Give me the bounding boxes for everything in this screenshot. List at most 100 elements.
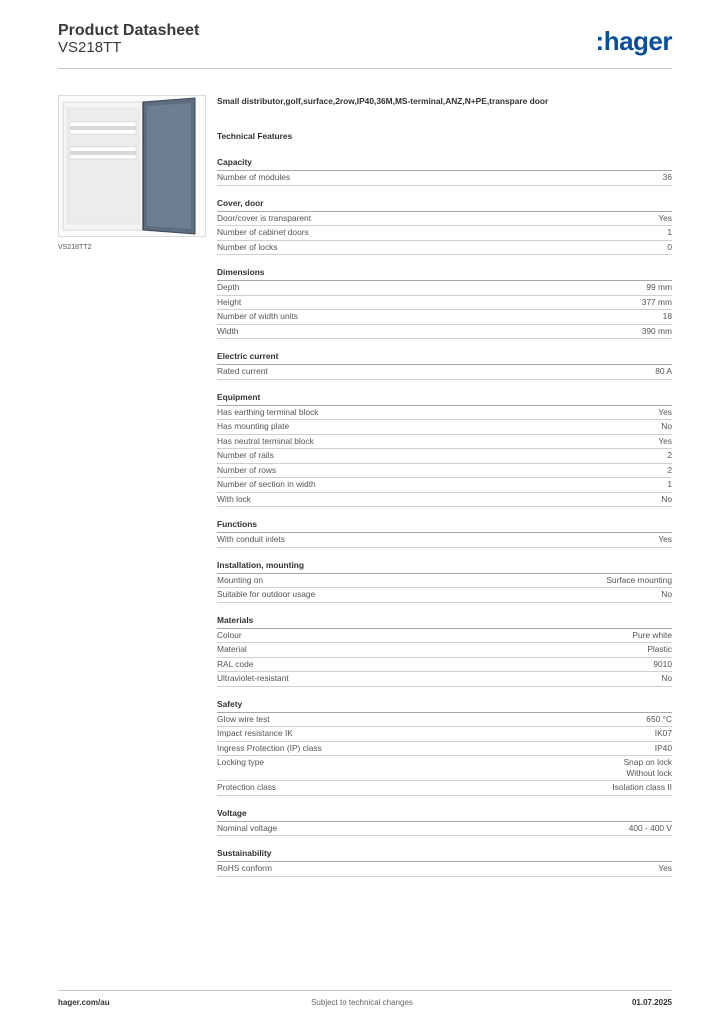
spec-value: IP40 <box>654 742 672 753</box>
spec-value: No <box>661 493 672 504</box>
spec-label: Number of modules <box>217 172 291 182</box>
spec-value: Yes <box>658 863 672 873</box>
spec-value: 18 <box>662 311 672 321</box>
spec-label: Material <box>217 644 247 654</box>
spec-value: 1 <box>667 479 672 489</box>
spec-value: 400 - 400 V <box>628 822 672 833</box>
spec-label: Ingress Protection (IP) class <box>217 742 322 753</box>
spec-value: 36 <box>662 172 672 182</box>
distribution-board-image <box>62 97 196 235</box>
spec-label: Locking type <box>217 757 265 767</box>
section-title: Sustainability <box>217 848 672 862</box>
spec-value: 2 <box>667 450 672 460</box>
spec-value: No <box>661 673 672 683</box>
product-image <box>58 95 206 237</box>
section-title: Electric current <box>217 351 672 365</box>
spec-label: Number of rails <box>217 450 274 460</box>
spec-row: Glow wire test 650 °C <box>217 713 672 727</box>
spec-label: Number of width units <box>217 311 298 321</box>
spec-label: Has mounting plate <box>217 421 290 431</box>
spec-label: Door/cover is transparent <box>217 212 312 223</box>
spec-label: Number of rows <box>217 464 277 475</box>
spec-label: Depth <box>217 282 240 292</box>
spec-label: Rated current <box>217 366 268 376</box>
spec-label: Protection class <box>217 782 277 792</box>
spec-value: 9010 <box>653 658 672 669</box>
spec-row: Material Plastic <box>217 643 672 658</box>
header-divider <box>58 68 672 69</box>
spec-value: Yes <box>658 406 672 417</box>
spec-value: Isolation class II <box>612 782 672 792</box>
section-title: Materials <box>217 615 672 629</box>
spec-value: Yes <box>658 212 672 223</box>
spec-label: Has neutral terminal block <box>217 435 314 446</box>
spec-row: Has earthing terminal block Yes <box>217 406 672 420</box>
spec-label: Number of locks <box>217 241 278 252</box>
section-title: Equipment <box>217 392 672 406</box>
spec-label: Nominal voltage <box>217 822 278 833</box>
section-title: Safety <box>217 699 672 713</box>
spec-row: Nominal voltage 400 - 400 V <box>217 822 672 836</box>
spec-label: Colour <box>217 629 242 640</box>
section-title: Installation, mounting <box>217 560 672 574</box>
spec-row: Has mounting plate No <box>217 420 672 435</box>
spec-label: RAL code <box>217 658 254 669</box>
product-code: VS218TT <box>58 39 122 56</box>
spec-value: 650 °C <box>646 713 672 724</box>
section-title: Cover, door <box>217 198 672 212</box>
spec-row: Ingress Protection (IP) class IP40 <box>217 742 672 756</box>
spec-row: With lock No <box>217 493 672 507</box>
spec-row: Colour Pure white <box>217 629 672 643</box>
spec-value: 1 <box>667 227 672 237</box>
section-title: Voltage <box>217 808 672 822</box>
logo-colon: : <box>595 26 605 56</box>
footer-divider <box>58 990 672 991</box>
spec-label: With conduit inlets <box>217 534 285 544</box>
spec-label: Suitable for outdoor usage <box>217 589 316 599</box>
datasheet-content: Small distributor,golf,surface,2row,IP40… <box>217 96 672 877</box>
footer-date: 01.07.2025 <box>631 998 672 1007</box>
spec-value: Plastic <box>647 644 672 654</box>
spec-row: Door/cover is transparent Yes <box>217 212 672 226</box>
spec-row: Number of rows 2 <box>217 464 672 478</box>
product-description: Small distributor,golf,surface,2row,IP40… <box>217 96 549 106</box>
spec-row: Locking type Snap on lock Without lock <box>217 756 672 781</box>
spec-row: Number of modules 36 <box>217 171 672 186</box>
spec-label: Mounting on <box>217 574 264 585</box>
spec-row: Number of section in width 1 <box>217 478 672 493</box>
spec-label: Has earthing terminal block <box>217 406 319 417</box>
spec-value: 377 mm <box>641 296 672 307</box>
spec-value: 80 A <box>655 366 672 376</box>
spec-label: Number of section in width <box>217 479 316 489</box>
spec-value: Snap on lock Without lock <box>623 757 672 778</box>
spec-label: Glow wire test <box>217 713 270 724</box>
spec-row: Protection class Isolation class II <box>217 781 672 796</box>
spec-value: 2 <box>667 464 672 475</box>
spec-value: No <box>661 421 672 431</box>
spec-label: With lock <box>217 493 251 504</box>
spec-value: Pure white <box>632 629 672 640</box>
section-title: Dimensions <box>217 267 672 281</box>
page-title: Product Datasheet <box>58 22 200 39</box>
section-title: Capacity <box>217 157 672 171</box>
spec-row: RAL code 9010 <box>217 658 672 672</box>
spec-label: Width <box>217 325 239 336</box>
